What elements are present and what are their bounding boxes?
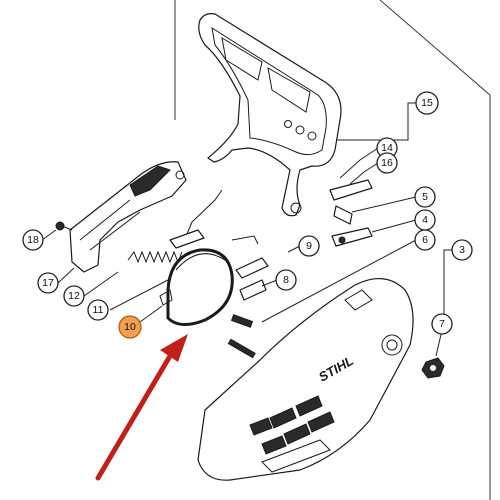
callout-18: 18 — [22, 229, 44, 251]
brake-lever-bracket — [69, 161, 187, 273]
callout-12: 12 — [63, 285, 85, 307]
svg-text:4: 4 — [422, 214, 428, 226]
callout-14: 14 — [376, 137, 398, 159]
nut — [421, 357, 445, 379]
band-fittings — [169, 229, 269, 279]
highlight-arrow — [95, 334, 188, 481]
pins — [227, 279, 267, 359]
svg-text:14: 14 — [381, 142, 393, 154]
sprocket-cover: STIHL — [197, 278, 414, 481]
svg-text:6: 6 — [422, 234, 428, 246]
callout-3: 3 — [451, 239, 473, 261]
leader-lines — [41, 102, 452, 357]
svg-text:18: 18 — [27, 234, 39, 246]
svg-text:15: 15 — [421, 97, 433, 109]
callout-16: 16 — [376, 152, 398, 174]
brake-levers — [329, 179, 373, 247]
callout-17: 17 — [37, 272, 59, 294]
callout-9: 9 — [298, 235, 320, 257]
brake-band — [159, 248, 234, 326]
callout-15: 15 — [415, 91, 439, 115]
svg-text:7: 7 — [439, 318, 445, 330]
svg-text:17: 17 — [42, 277, 54, 289]
svg-text:12: 12 — [68, 290, 80, 302]
svg-text:9: 9 — [306, 240, 312, 252]
screw-18 — [55, 221, 73, 231]
hand-guard — [198, 13, 342, 217]
svg-text:16: 16 — [381, 157, 393, 169]
svg-text:8: 8 — [283, 274, 289, 286]
svg-text:11: 11 — [93, 304, 104, 316]
svg-text:5: 5 — [422, 191, 428, 203]
frame-lines — [174, 0, 491, 500]
callout-6: 6 — [414, 229, 436, 251]
callout-5: 5 — [414, 186, 436, 208]
callout-4: 4 — [414, 209, 436, 231]
callout-8: 8 — [275, 269, 297, 291]
callout-11: 11 — [87, 299, 109, 321]
callout-7: 7 — [431, 313, 453, 335]
svg-text:10: 10 — [124, 321, 136, 333]
callout-10-highlighted: 10 — [118, 315, 142, 339]
svg-text:3: 3 — [459, 244, 465, 256]
